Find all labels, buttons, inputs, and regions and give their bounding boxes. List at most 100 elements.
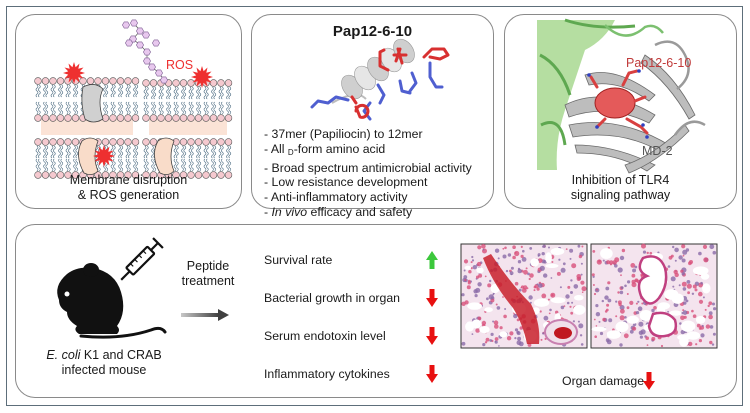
lipid-head [131, 138, 140, 146]
lipid-head [109, 114, 117, 122]
lipid-head [101, 138, 110, 146]
alveolus [680, 320, 696, 332]
membrane-protein [81, 84, 104, 123]
lipid-head [56, 77, 65, 85]
lipid-head [217, 171, 225, 179]
peptide-residue [130, 19, 138, 27]
lipid-head [56, 171, 65, 179]
down-arrow-icon [426, 365, 438, 383]
lipid-head [142, 79, 150, 87]
treatment-arrow-icon [181, 309, 229, 321]
lipid-head [71, 114, 80, 122]
lipid-head [209, 79, 218, 87]
peptide-residue [122, 21, 130, 29]
peptide-residue [143, 57, 151, 65]
up-arrow-icon [426, 251, 438, 269]
lipid-head [179, 114, 188, 122]
peptide-helix-structure [310, 38, 450, 121]
alveolus [639, 310, 653, 321]
alveolus [484, 307, 493, 313]
feature-item: - Low resistance development [264, 175, 428, 190]
alveolus [545, 263, 559, 268]
lipid-head [101, 114, 110, 122]
side-chain [310, 95, 350, 109]
treatment-label: Peptide treatment [168, 259, 248, 289]
outcome-label: Survival rate [264, 253, 333, 267]
feature-item: - Broad spectrum antimicrobial activity [264, 160, 472, 175]
lipid-head [187, 114, 195, 122]
ros-burst-icon [191, 66, 213, 88]
lipid-head [179, 171, 188, 179]
lipid-head [64, 114, 72, 122]
lipid-head [194, 171, 203, 179]
hemorrhage [483, 254, 540, 344]
lipid-head [124, 77, 132, 85]
alveolus [664, 289, 679, 300]
alveolus [573, 304, 586, 315]
lipid-head [172, 114, 180, 122]
outcome-label: Inflammatory cytokines [264, 367, 390, 381]
tlr4-caption-line1: Inhibition of TLR4 [571, 173, 670, 187]
mouse-eye [64, 291, 70, 297]
membrane-protein [154, 137, 175, 175]
bound-peptide [594, 87, 636, 119]
lipid-head [64, 138, 72, 146]
lipid-head [56, 114, 65, 122]
treatment-line2: treatment [181, 274, 235, 288]
nitrogen-atom [587, 73, 591, 77]
lipid-head [109, 171, 117, 179]
treatment-line1: Peptide [186, 259, 230, 273]
outcome-label: Serum endotoxin level [264, 329, 386, 343]
nitrogen-atom [637, 69, 641, 73]
nitrogen-atom [645, 135, 649, 139]
figure-frame [6, 6, 743, 406]
airway [647, 311, 678, 338]
side-chain [376, 83, 386, 105]
lipid-head [224, 114, 233, 122]
lipid-head [41, 138, 50, 146]
membrane-band [149, 119, 227, 135]
alveolus [467, 302, 482, 310]
lipid-head [34, 171, 42, 179]
alveolus [606, 330, 621, 339]
side-chain [350, 95, 370, 119]
membrane-caption: Membrane disruption & ROS generation [16, 173, 241, 203]
side-chain [392, 47, 408, 65]
lipid-head [157, 114, 165, 122]
md2-label: MD-2 [642, 144, 673, 158]
lipid-head [202, 114, 210, 122]
lipid-head [86, 77, 95, 85]
tlr4-caption: Inhibition of TLR4 signaling pathway [505, 173, 736, 203]
alveolus [702, 283, 711, 294]
lipid-head [194, 138, 203, 146]
lipid-head [79, 77, 87, 85]
outcome-label: Bacterial growth in organ [264, 291, 401, 305]
organ-damage-down-arrow-icon [643, 372, 655, 390]
lipid-head [131, 77, 140, 85]
lipid-head [202, 138, 210, 146]
ros-label: ROS [166, 58, 194, 72]
lipid-head [142, 171, 150, 179]
peptide-residue [148, 63, 156, 71]
syringe-icon [120, 237, 164, 281]
lipid-head [224, 138, 233, 146]
mouse-caption-line2: infected mouse [61, 363, 147, 377]
organ-damage-label: Organ damage [562, 374, 645, 388]
membrane-illustration [34, 19, 233, 179]
membrane-disruption-panel: ROS Membrane disruption & ROS generation [15, 14, 242, 209]
lipid-head [131, 114, 140, 122]
lipid-head [71, 138, 80, 146]
lipid-head [149, 114, 158, 122]
feature-item: - 37mer (Papiliocin) to 12mer [264, 127, 423, 141]
histology-images [460, 243, 718, 349]
lipid-head [172, 171, 180, 179]
alveolus [695, 316, 706, 324]
lipid-head [142, 114, 150, 122]
feature-item: - In vivo efficacy and safety [264, 204, 413, 219]
lipid-head [41, 77, 50, 85]
lipid-head [149, 171, 158, 179]
lipid-head [41, 114, 50, 122]
alveolus [476, 267, 484, 274]
membrane-band [41, 119, 133, 135]
tlr4-loops [539, 18, 636, 146]
